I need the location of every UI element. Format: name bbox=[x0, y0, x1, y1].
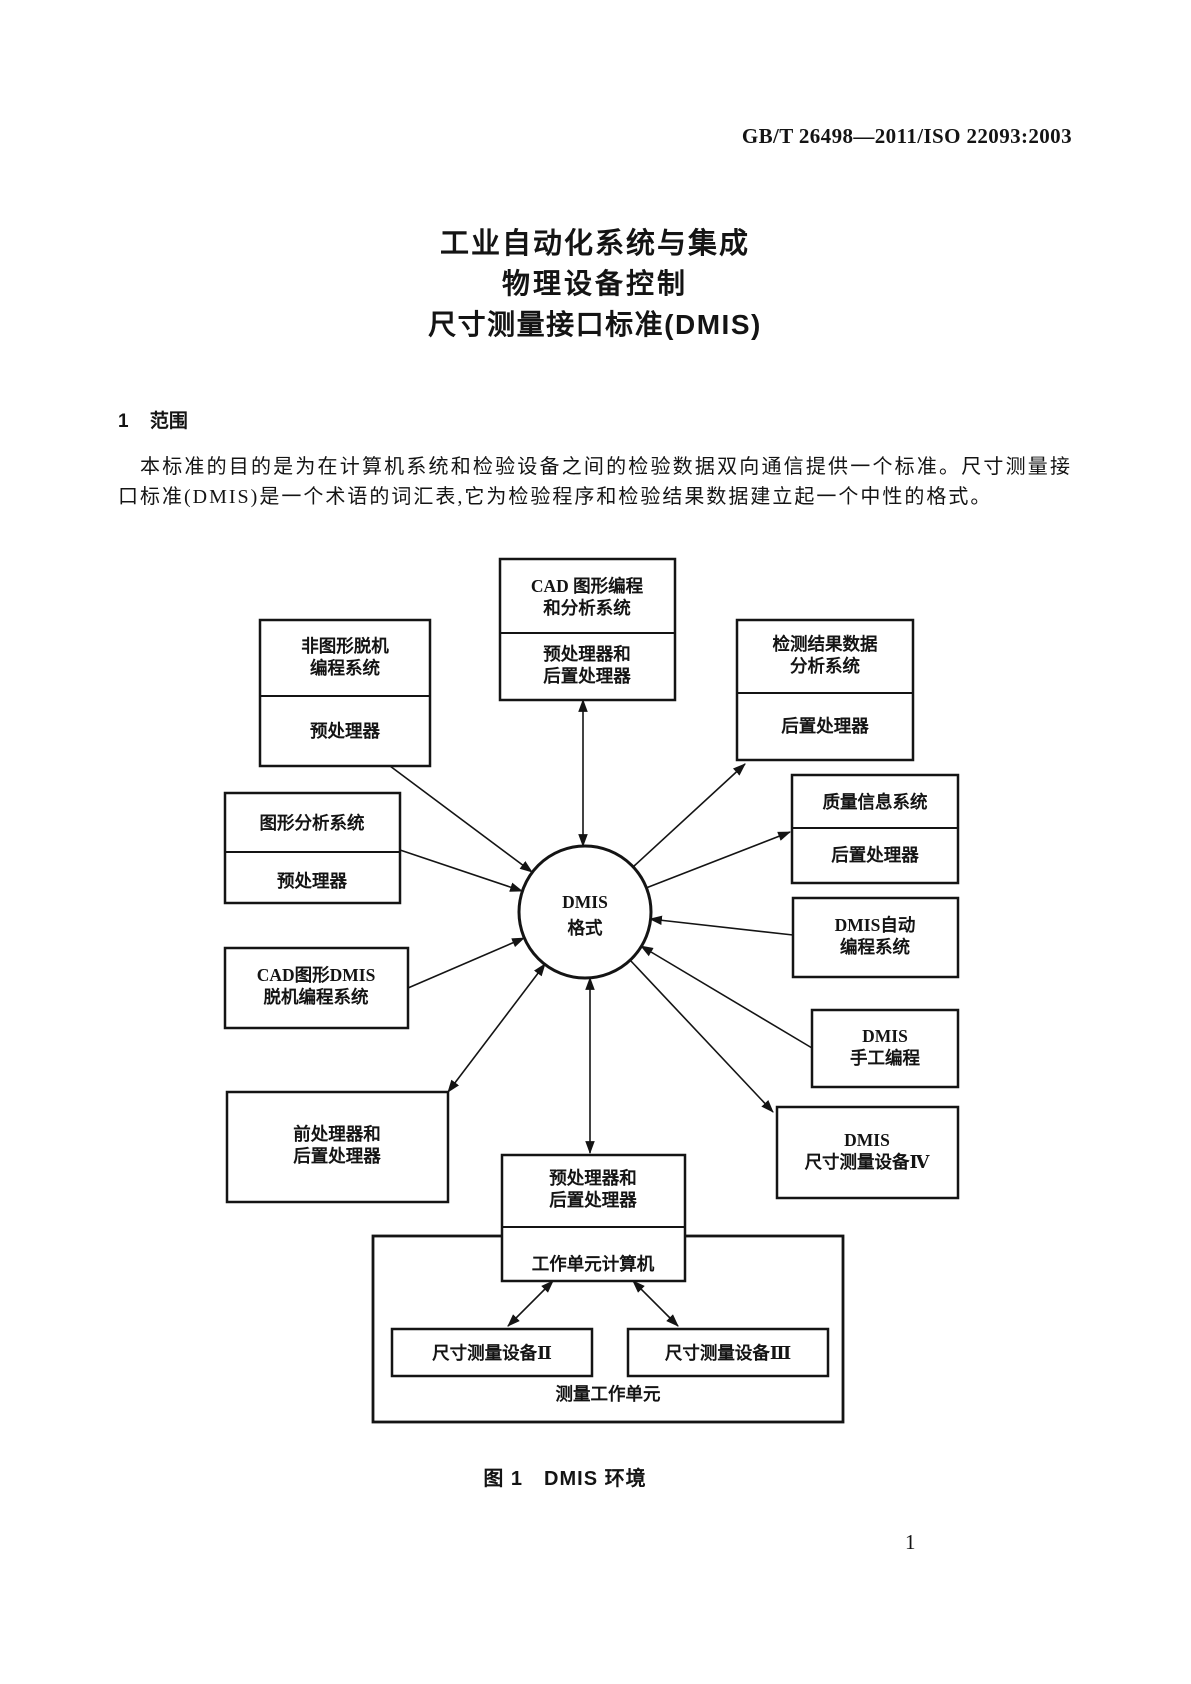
quality-label: 质量信息系统 bbox=[823, 792, 928, 812]
box-top-right-frame bbox=[735, 618, 915, 762]
workcell-label-2: 后置处理器 bbox=[549, 1190, 637, 1210]
top-right-sublabel: 后置处理器 bbox=[781, 716, 869, 736]
figure-caption: 图 1 DMIS 环境 bbox=[483, 1468, 647, 1490]
autoprog-label-2: 编程系统 bbox=[840, 937, 910, 957]
prepost-label-2: 后置处理器 bbox=[293, 1146, 381, 1166]
graphanalysis-label: 图形分析系统 bbox=[260, 813, 365, 833]
quality-sublabel: 后置处理器 bbox=[831, 845, 919, 865]
manualprog-label-2: 手工编程 bbox=[850, 1048, 920, 1068]
document-title: 工业自动化系统与集成 物理设备控制 尺寸测量接口标准(DMIS) bbox=[118, 224, 1072, 345]
workcell-label-1: 预处理器和 bbox=[549, 1168, 637, 1188]
section-number: 1 bbox=[118, 411, 129, 432]
box-device-2 bbox=[390, 1327, 594, 1378]
arrow-prepost-dmis-both bbox=[447, 963, 546, 1093]
caddmis-label-2: 脱机编程系统 bbox=[264, 987, 369, 1007]
arrow-dmis-to-topright bbox=[632, 763, 746, 868]
section-title: 范围 bbox=[149, 411, 188, 432]
box-auto-programming bbox=[791, 896, 960, 979]
arrow-manualprog-to-dmis bbox=[640, 945, 813, 1049]
manualprog-label-1: DMIS bbox=[862, 1026, 908, 1046]
dmis-circle-label-2: 格式 bbox=[568, 918, 603, 938]
device4-label-2: 尺寸测量设备Ⅳ bbox=[805, 1152, 931, 1172]
dmis-circle-label-1: DMIS bbox=[562, 892, 608, 912]
title-line-1: 工业自动化系统与集成 bbox=[439, 228, 750, 260]
arrow-workcell-device2-both bbox=[507, 1280, 554, 1327]
box-quality-info bbox=[790, 773, 960, 885]
box-manual-programming bbox=[810, 1008, 960, 1089]
box-workcell-computer bbox=[500, 1153, 687, 1283]
graphanalysis-sublabel: 预处理器 bbox=[277, 871, 347, 891]
top-right-label-2: 分析系统 bbox=[790, 656, 860, 676]
box-pre-post-processors bbox=[225, 1090, 450, 1204]
device3-label: 尺寸测量设备Ⅲ bbox=[665, 1343, 791, 1363]
top-left-sublabel: 预处理器 bbox=[310, 721, 380, 741]
title-line-3: 尺寸测量接口标准(DMIS) bbox=[428, 309, 762, 340]
arrow-autoprog-to-dmis bbox=[648, 915, 794, 936]
top-center-sublabel-2: 后置处理器 bbox=[543, 666, 631, 686]
top-center-label-2: 和分析系统 bbox=[543, 598, 631, 618]
box-workcell-frame bbox=[500, 1153, 687, 1283]
box-graph-analysis-frame bbox=[223, 791, 402, 905]
title-line-2: 物理设备控制 bbox=[501, 268, 688, 299]
top-center-sublabel-1: 预处理器和 bbox=[543, 644, 631, 664]
dmis-environment-diagram: 非图形脱机 编程系统 预处理器 CAD 图形编程 和分析系统 预处理器和 后置处… bbox=[223, 557, 960, 1424]
arrow-dmis-to-device4 bbox=[629, 959, 774, 1113]
box-graph-analysis bbox=[223, 791, 402, 905]
page-number: 1 bbox=[905, 1530, 916, 1554]
cell-label: 测量工作单元 bbox=[556, 1384, 661, 1404]
box-device-3 bbox=[626, 1327, 830, 1378]
dmis-format-circle bbox=[517, 844, 653, 980]
arrow-caddmis-to-dmis bbox=[407, 937, 525, 989]
top-right-label-1: 检测结果数据 bbox=[773, 634, 878, 654]
caddmis-label-1: CAD图形DMIS bbox=[257, 965, 376, 985]
box-device-4 bbox=[775, 1105, 960, 1200]
top-left-label-2: 编程系统 bbox=[310, 658, 380, 678]
top-left-label-1: 非图形脱机 bbox=[301, 636, 389, 656]
section-heading: 1 范围 bbox=[118, 406, 188, 433]
arrow-graphanalysis-to-dmis bbox=[399, 849, 524, 892]
box-top-right bbox=[735, 618, 915, 762]
arrow-dmis-to-quality bbox=[645, 831, 792, 889]
autoprog-label-1: DMIS自动 bbox=[835, 915, 916, 935]
device4-label-1: DMIS bbox=[844, 1130, 890, 1150]
workcell-sublabel: 工作单元计算机 bbox=[532, 1254, 655, 1274]
arrow-topleft-to-dmis bbox=[389, 765, 533, 873]
standard-code-header: GB/T 26498—2011/ISO 22093:2003 bbox=[741, 124, 1072, 148]
box-top-left bbox=[258, 618, 432, 768]
device2-label: 尺寸测量设备Ⅱ bbox=[432, 1343, 552, 1363]
top-center-label-1: CAD 图形编程 bbox=[531, 576, 644, 596]
scope-paragraph: 本标准的目的是为在计算机系统和检验设备之间的检验数据双向通信提供一个标准。尺寸测… bbox=[118, 456, 1072, 508]
arrow-workcell-device3-both bbox=[632, 1280, 679, 1327]
box-top-left-frame bbox=[258, 618, 432, 768]
prepost-label-1: 前处理器和 bbox=[293, 1124, 381, 1144]
